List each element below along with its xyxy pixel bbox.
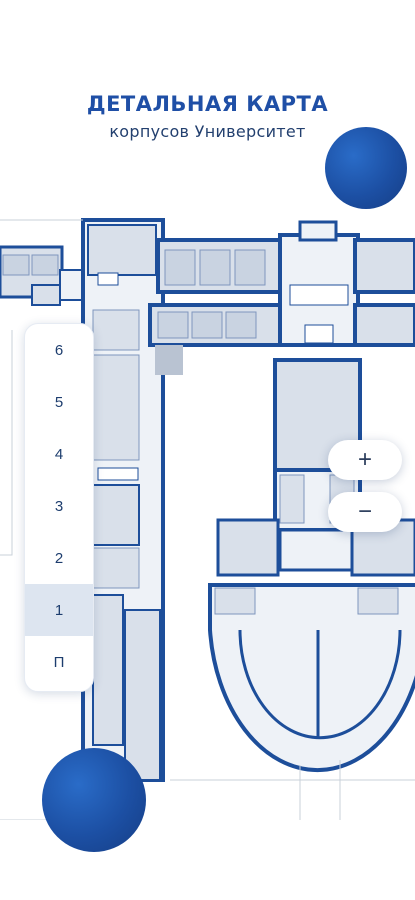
zoom-in-button[interactable]: + (328, 440, 402, 480)
floor-1-button[interactable]: 1 (25, 584, 93, 636)
decor-circle-bottom (42, 748, 146, 852)
floor-3-button[interactable]: 3 (54, 497, 64, 515)
floor-2-button[interactable]: 2 (54, 549, 64, 567)
floor-6-button[interactable]: 6 (54, 341, 64, 359)
top-wing (148, 238, 292, 375)
floor-4-button[interactable]: 4 (54, 445, 64, 463)
floor-plan-map[interactable] (0, 200, 415, 820)
decor-circle-top (325, 127, 407, 209)
page-title: ДЕТАЛЬНАЯ КАРТА (86, 92, 329, 116)
zoom-out-button[interactable]: − (328, 492, 402, 532)
header: ДЕТАЛЬНАЯ КАРТА корпусов Университет (0, 92, 415, 141)
floor-selector: 6 5 4 3 2 1 П (24, 323, 94, 692)
outline-structures (0, 219, 415, 820)
assembly-hall (273, 358, 362, 572)
central-hall (278, 220, 360, 347)
floor-basement-button[interactable]: П (53, 653, 65, 671)
left-wing (0, 245, 85, 306)
page-subtitle: корпусов Университет (109, 122, 306, 141)
floor-5-button[interactable]: 5 (54, 393, 64, 411)
right-wing (353, 238, 415, 347)
